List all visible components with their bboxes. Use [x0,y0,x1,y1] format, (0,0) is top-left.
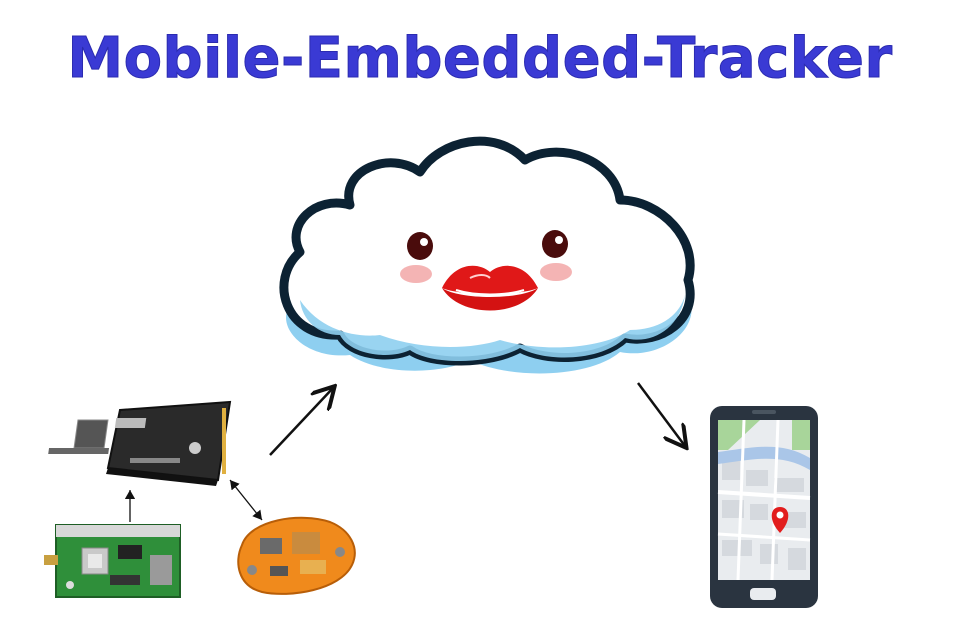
arrow-to-phone [636,382,685,446]
page-title: Mobile-Embedded-Tracker [67,26,893,92]
smartphone-map-icon [710,406,818,608]
right-eye [542,230,568,258]
cloud-face-icon [279,136,695,374]
left-cheek [400,265,432,283]
right-cheek [540,263,572,281]
cloud-body [279,136,695,366]
cloud-bottom-shade [300,295,685,362]
lips-icon [442,265,538,311]
arrow-board-orange [229,479,263,521]
dev-board-icon [48,400,232,486]
location-pin-icon [771,507,789,533]
gps-module-icon [44,524,181,598]
arrow-to-cloud [269,388,333,456]
sensor-board-icon [237,516,356,595]
left-eye [407,232,433,260]
